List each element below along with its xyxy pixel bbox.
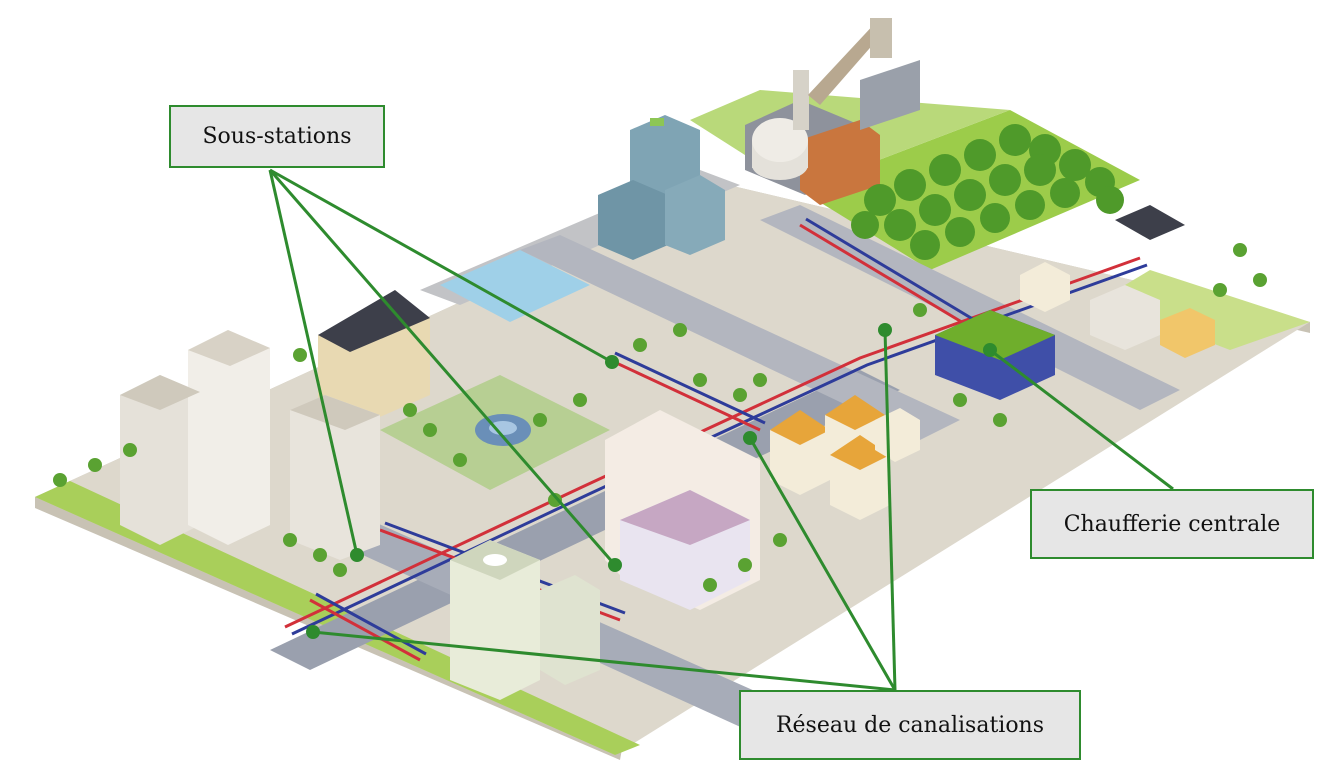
dot-sous-3 xyxy=(605,355,619,369)
line-reseau-2 xyxy=(748,437,897,691)
dot-reseau-1 xyxy=(306,625,320,639)
substations-label: Sous-stations xyxy=(169,105,385,168)
callout-dots xyxy=(306,323,997,639)
houses xyxy=(770,395,920,520)
pipe-blue-branch-4 xyxy=(315,592,427,656)
dot-chauf xyxy=(983,343,997,357)
forest-trees xyxy=(851,124,1124,260)
pipe-red-branch-2 xyxy=(609,358,761,432)
dot-reseau-2 xyxy=(743,431,757,445)
line-sous-2 xyxy=(268,169,617,566)
line-reseau-3 xyxy=(883,329,897,691)
scattered-trees xyxy=(53,243,1267,592)
hospital xyxy=(450,540,600,700)
road-main-diagonal xyxy=(270,370,900,670)
pipe-blue-main xyxy=(291,263,1148,636)
glass-office xyxy=(598,115,725,260)
pipe-blue-branch-2 xyxy=(614,351,766,425)
fountain-inner xyxy=(489,421,517,435)
dot-sous-1 xyxy=(350,548,364,562)
road-cross-1 xyxy=(520,235,960,440)
callout-lines xyxy=(268,168,1174,692)
town-hall xyxy=(318,290,430,430)
line-sous-3 xyxy=(269,168,613,364)
road-right xyxy=(760,205,1180,410)
right-buildings xyxy=(1020,205,1215,358)
dot-sous-2 xyxy=(608,558,622,572)
central-boiler-label: Chaufferie centrale xyxy=(1030,489,1314,559)
pipe-network-label: Réseau de canalisations xyxy=(739,690,1081,760)
line-reseau-1 xyxy=(312,630,896,692)
dot-reseau-3 xyxy=(878,323,892,337)
pipe-red-main xyxy=(284,256,1141,629)
residential-towers xyxy=(120,330,380,560)
pipe-red-branch-4 xyxy=(309,598,421,662)
line-chauf xyxy=(989,348,1174,491)
grass-right xyxy=(1100,270,1310,350)
line-sous-1 xyxy=(268,169,359,556)
power-plant xyxy=(745,18,920,205)
central-office xyxy=(605,410,760,610)
swimming-pool xyxy=(440,250,590,322)
